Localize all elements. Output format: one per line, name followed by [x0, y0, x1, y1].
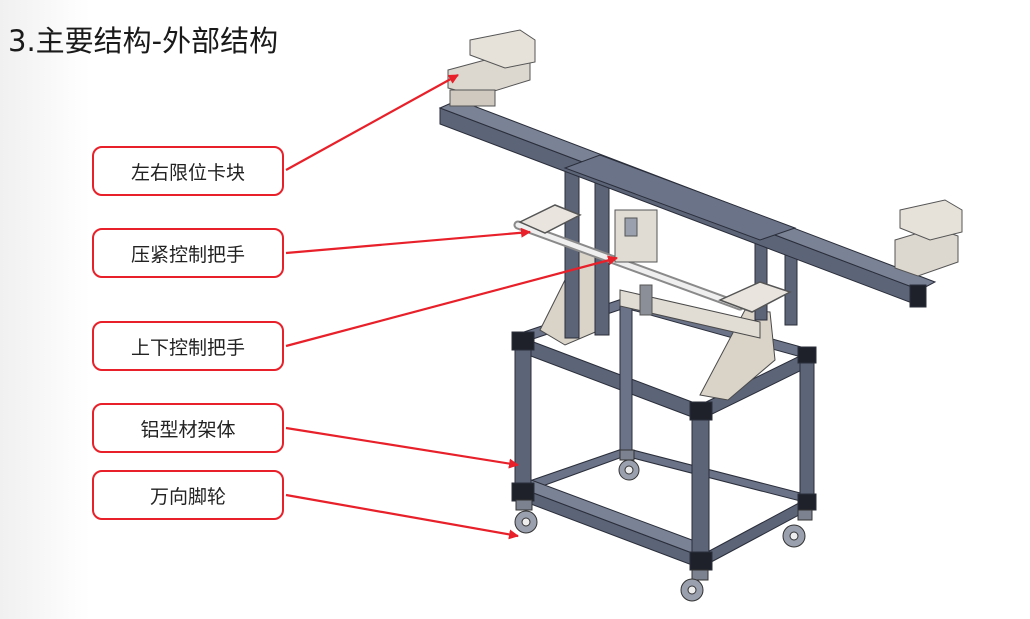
- page-title: 3.主要结构-外部结构: [8, 24, 279, 58]
- caster-wheel-front-left: [514, 499, 538, 534]
- leader-arrows: [285, 74, 618, 540]
- arrow-limit-block: [285, 74, 459, 171]
- lift-handle: [614, 209, 658, 316]
- callout-frame-body: 铝型材架体: [92, 403, 284, 453]
- callout-lift-handle: 上下控制把手: [92, 321, 284, 371]
- limit-block-right: [894, 199, 963, 277]
- caster-wheel-back: [618, 449, 640, 481]
- arrow-lift-handle: [285, 255, 618, 348]
- callout-caster-wheel: 万向脚轮: [92, 470, 284, 520]
- arrow-caster: [285, 493, 519, 540]
- top-beam-assembly: [438, 99, 937, 339]
- caster-wheel-front: [680, 569, 709, 602]
- arrow-clamp-handle: [285, 227, 531, 255]
- clamp-handle: [513, 204, 792, 313]
- caster-wheels: [514, 449, 813, 602]
- callout-limit-block: 左右限位卡块: [92, 146, 284, 196]
- arrow-frame-body: [285, 426, 519, 469]
- limit-block-left: [447, 29, 536, 107]
- callout-clamp-handle: 压紧控制把手: [92, 228, 284, 278]
- caster-wheel-right: [782, 509, 813, 548]
